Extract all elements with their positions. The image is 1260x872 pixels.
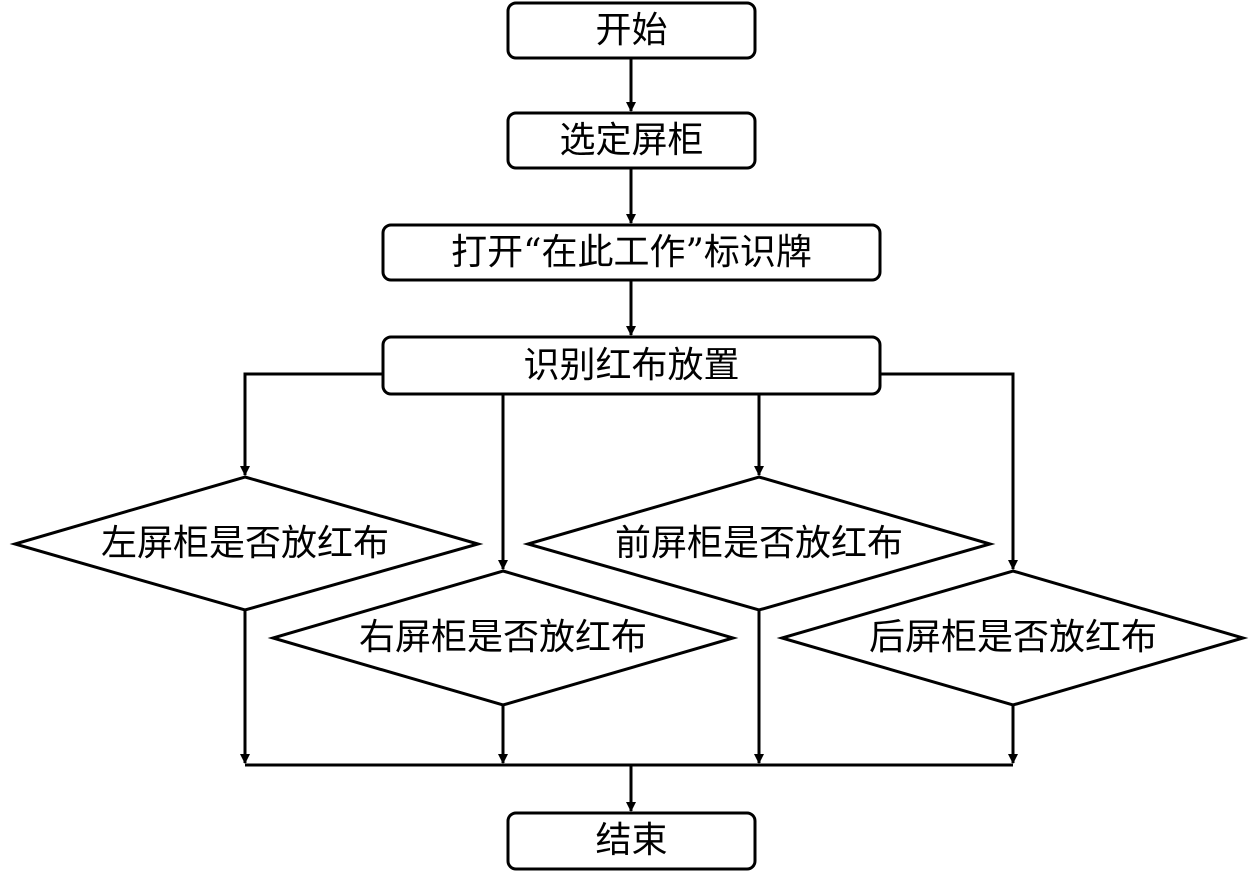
decision-front-label: 前屏柜是否放红布 xyxy=(614,523,903,564)
identify-cloth-box xyxy=(381,335,882,396)
decision-left-label: 左屏柜是否放红布 xyxy=(100,523,389,564)
arrow-identify-to-back xyxy=(880,372,1018,570)
open-sign-label: 打开“在此工作”标识牌 xyxy=(451,231,812,273)
identify-cloth-label: 识别红布放置 xyxy=(523,344,740,386)
decision-back-label: 后屏柜是否放红布 xyxy=(868,617,1157,658)
end-box xyxy=(506,811,757,871)
decision-right-label: 右屏柜是否放红布 xyxy=(358,617,647,658)
arrow-identify-to-left xyxy=(240,372,383,476)
end-label: 结束 xyxy=(595,820,668,861)
select-cabinet-label: 选定屏柜 xyxy=(559,119,704,161)
start-label: 开始 xyxy=(595,9,668,51)
